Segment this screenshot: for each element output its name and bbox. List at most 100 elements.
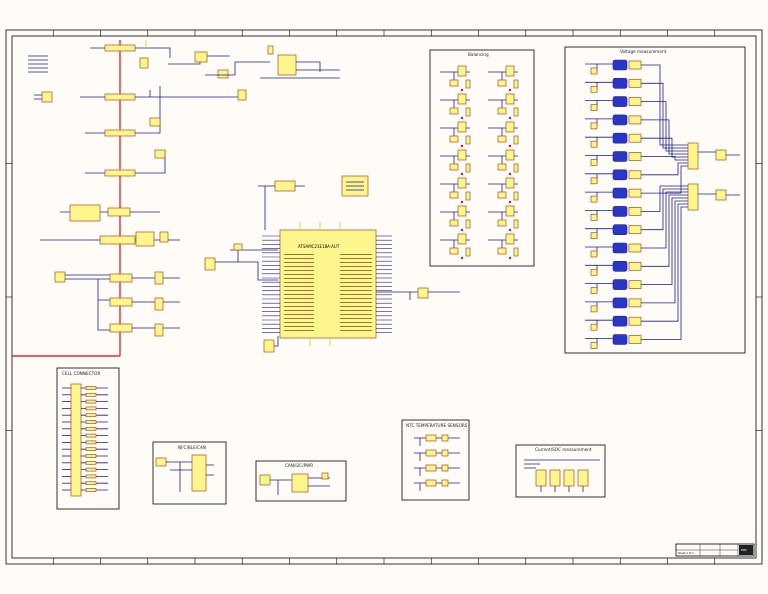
- balancing-led: [465, 247, 471, 257]
- vm-mux-1: [687, 142, 699, 170]
- current-bus-wire: [524, 459, 600, 469]
- mcu-supply: [204, 243, 279, 353]
- current-block: Current/SOC measurement: [515, 444, 606, 498]
- regulator-2: [80, 86, 247, 101]
- balancing-node: [460, 172, 464, 176]
- balancing-node: [508, 144, 512, 148]
- cell-connector-resistor: [85, 440, 97, 445]
- cell-connector-resistor: [85, 399, 97, 404]
- vm-capacitor: [590, 177, 598, 185]
- balancing-resistor: [449, 135, 459, 143]
- mcu-pin-label: [340, 262, 372, 263]
- mcu-pin-label: [340, 322, 372, 323]
- mcu-pin-label: [340, 258, 372, 259]
- vm-resistor: [628, 207, 642, 216]
- balancing-mosfet: [505, 233, 515, 245]
- temp-sensor-title: NTC TEMPERATURE SENSORS: [406, 423, 468, 428]
- balancing-mosfet: [505, 65, 515, 77]
- cell-connector-resistor: [85, 433, 97, 438]
- balancing-led: [513, 107, 519, 117]
- mcu-pin-label: [284, 290, 314, 291]
- balancing-node: [508, 200, 512, 204]
- title-block-sheet: Sheet 1 of 1: [678, 551, 694, 555]
- balancing-node: [460, 88, 464, 92]
- ntc-wire: [414, 452, 460, 461]
- balancing-led: [465, 135, 471, 145]
- mcu-pin-label: [340, 314, 372, 315]
- mcu-pin-label: [284, 286, 314, 287]
- mcu-pin-label: [340, 278, 372, 279]
- mcu-pin-label: [340, 282, 372, 283]
- mcu-pin-label: [284, 254, 314, 255]
- vm-bus-wire: [641, 165, 688, 194]
- mcu-pin-label: [284, 298, 314, 299]
- balancing-led: [465, 79, 471, 89]
- vm-optocoupler: [612, 151, 628, 162]
- vm-optocoupler: [612, 132, 628, 144]
- vm-bus-wire: [641, 206, 688, 340]
- cell-connector-resistor: [85, 460, 97, 465]
- regulator-5: [60, 204, 160, 222]
- regulator-1: [90, 40, 160, 69]
- vm-capacitor: [590, 268, 598, 276]
- balancing-mosfet: [457, 233, 467, 245]
- balancing-mosfet: [505, 121, 515, 133]
- connector-mid-left: [54, 271, 110, 331]
- mcu-pin-label: [284, 294, 314, 295]
- balancing-led: [513, 247, 519, 257]
- vm-bus-wire: [641, 185, 688, 212]
- mcu-pin-label: [284, 306, 314, 307]
- vm-optocoupler: [612, 206, 628, 217]
- can-title: CAN/I2C/PWR: [285, 463, 313, 468]
- balancing-mosfet: [457, 93, 467, 105]
- vm-resistor: [628, 298, 642, 308]
- balancing-node: [460, 116, 464, 120]
- balancing-resistor: [497, 219, 507, 227]
- ntc-wire: [414, 482, 460, 491]
- crystal-circuit: [258, 175, 369, 230]
- mcu-pin-label: [340, 306, 372, 307]
- balancing-led: [513, 219, 519, 229]
- cell-connector-resistor: [85, 454, 97, 458]
- connector-top-left: [28, 55, 53, 103]
- current-title: Current/SOC measurement: [535, 447, 592, 452]
- cell-connector-block: CELL CONNECTOR: [56, 367, 120, 510]
- current-sensor-chip: [549, 469, 561, 487]
- ntc-capacitor: [441, 434, 449, 442]
- vm-mux-2: [687, 183, 699, 211]
- cell-connector-resistor: [85, 413, 97, 418]
- mcu-pin-label: [284, 310, 314, 311]
- title-block: BMS Sheet 1 of 1: [675, 543, 755, 557]
- balancing-resistor: [449, 191, 459, 199]
- sheet-border: [5, 29, 763, 565]
- balancing-node: [460, 144, 464, 148]
- vm-capacitor: [590, 85, 598, 93]
- regulator-6: [40, 231, 180, 247]
- title-block-company: BMS: [741, 548, 747, 552]
- balancing-resistor: [449, 163, 459, 171]
- vm-bus-wire: [641, 137, 688, 158]
- balancing-mosfet: [457, 177, 467, 189]
- vm-output-1: [715, 149, 727, 161]
- vm-bus-wire: [641, 200, 688, 304]
- vm-bus-wire: [641, 82, 688, 149]
- vm-bus-wire: [641, 188, 688, 231]
- mcu-pin-label: [340, 290, 372, 291]
- cell-connector-resistor: [85, 420, 97, 424]
- vm-optocoupler: [612, 96, 628, 107]
- balancing-resistor: [497, 163, 507, 171]
- nfc-title: NFC/BLE/CAN: [178, 445, 206, 450]
- balancing-node: [460, 256, 464, 260]
- ntc-resistor: [425, 464, 437, 472]
- vm-optocoupler: [612, 78, 628, 89]
- balancing-block: Balancing: [429, 49, 535, 267]
- mcu-pin-label: [284, 314, 314, 315]
- mcu-pin-label: [284, 302, 314, 303]
- current-sensor-chip: [563, 469, 575, 487]
- mcu-pin-label: [284, 330, 314, 331]
- vm-resistor: [628, 170, 642, 180]
- vm-bus-wire: [641, 64, 688, 146]
- vm-optocoupler: [612, 315, 628, 327]
- regulator-8: [109, 297, 180, 311]
